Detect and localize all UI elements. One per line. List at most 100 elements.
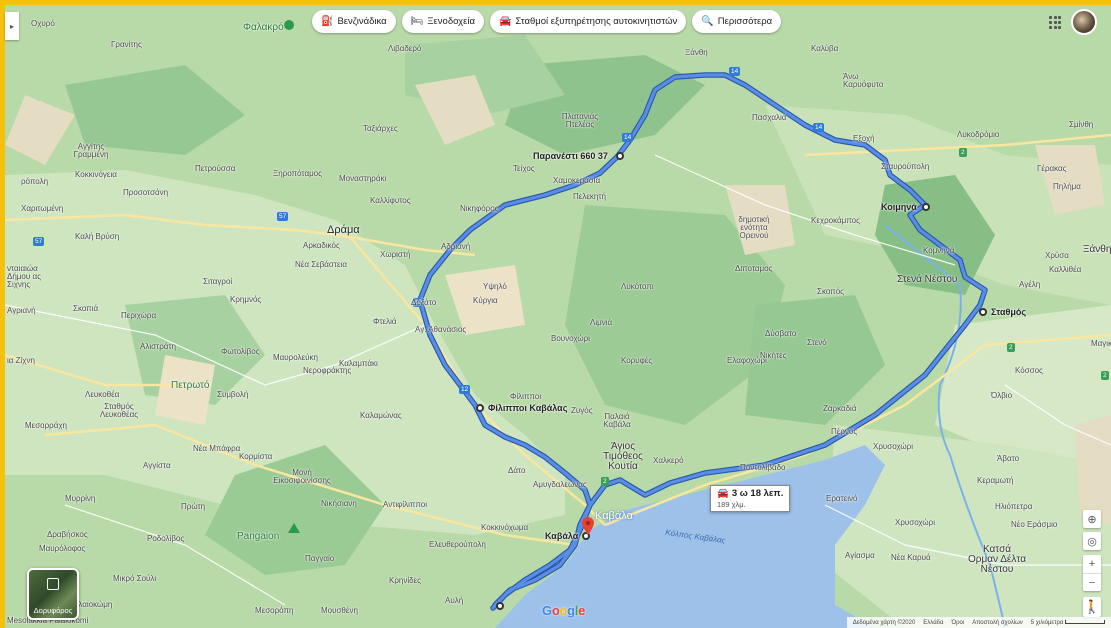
place-kokkinogeia: Κοκκινόγεια — [75, 170, 117, 179]
place-sitagroi: Σιταγροί — [203, 277, 233, 286]
my-location-button[interactable]: ◎ — [1083, 532, 1101, 550]
map-base-layer — [5, 5, 1111, 628]
place-koryfes: Κορυφές — [621, 356, 653, 365]
place-west2: νταιαιώα Δήμου ας Σιχνης — [7, 264, 41, 289]
waypoint-paranesti[interactable] — [616, 152, 624, 160]
place-prosotsani: Προσοτσάνη — [123, 188, 169, 197]
place-pernos: Πέρνος — [831, 427, 858, 436]
waypoint-stathmos[interactable] — [979, 308, 987, 316]
crosshair-icon: ◎ — [1087, 535, 1097, 548]
place-iliopetra: Ηλιόπετρα — [995, 502, 1033, 511]
place-lykodromio: Λυκοδρόμιο — [957, 130, 1000, 139]
place-dato: Δάτο — [508, 466, 526, 475]
place-myrrini: Μυρρίνη — [65, 494, 96, 503]
place-dipotamos: Διποταμος — [735, 264, 773, 273]
place-lykotopi: Λυκότοπι — [621, 282, 654, 291]
waypoint-kavala[interactable] — [582, 532, 590, 540]
place-rodolivos: Ροδολίβος — [147, 534, 185, 543]
place-xiropotamos: Ξηροπόταμος — [273, 169, 322, 178]
place-pelekiti: Πελεκητή — [573, 192, 606, 201]
place-kouvoulia: Κρημνός — [230, 295, 262, 304]
zoom-in-button[interactable]: + — [1083, 555, 1101, 573]
waypoint-start[interactable] — [496, 602, 504, 610]
place-komnina: Κομνηνά — [923, 246, 955, 255]
waypoint-koimina[interactable] — [922, 203, 930, 211]
place-west1: ρόπολη — [21, 177, 49, 186]
chip-car-services[interactable]: 🚘Σταθμοί εξυπηρέτησης αυτοκινητιστών — [489, 10, 687, 33]
place-eksohi: Εξοχή — [853, 134, 875, 143]
chevron-right-icon: ▸ — [9, 21, 14, 31]
place-nikisiani: Νικήσιανη — [321, 499, 357, 508]
place-agiasma: Αγίασμα — [845, 551, 875, 560]
place-petroussa: Πετρούσσα — [195, 164, 236, 173]
zoom-out-button[interactable]: − — [1083, 573, 1101, 591]
place-ano-karyofyto: Άνω Καρυόφυτο — [843, 72, 884, 89]
chip-hotels[interactable]: 🛏Ξενοδοχεία — [401, 10, 484, 33]
collapse-panel-button[interactable]: ▸ — [5, 12, 19, 40]
google-apps-icon[interactable] — [1049, 16, 1063, 30]
waypoint-label-paranesti: Παρανέστι 660 37 — [533, 151, 608, 161]
place-keramoti: Κεραμωτή — [977, 476, 1014, 485]
category-chips: ⛽Βενζινάδικα 🛏Ξενοδοχεία 🚘Σταθμοί εξυπηρ… — [312, 10, 782, 33]
street-view-pegman[interactable]: 🚶 — [1083, 597, 1101, 617]
satellite-toggle[interactable]: Δορυφόρος — [27, 568, 79, 620]
place-drama: Δράμα — [327, 224, 360, 236]
waypoint-label-stathmos: Σταθμός — [991, 307, 1027, 317]
destination-pin-icon[interactable] — [582, 517, 594, 535]
place-mesoropi: Μεσορόπη — [255, 606, 294, 615]
place-xanthi: Ξάνθη — [1083, 244, 1111, 255]
route-distance: 189 χλμ. — [717, 500, 746, 509]
globe-icon: ⊕ — [1087, 513, 1097, 526]
place-perixora: Περιχώρα — [121, 311, 157, 320]
place-dysvato: Δύσβατο — [765, 329, 797, 338]
bed-icon: 🛏 — [410, 16, 424, 27]
place-zarkadia: Ζαρκαδιά — [823, 404, 857, 413]
chip-more[interactable]: 🔍Περισσότερα — [692, 10, 782, 33]
place-dimotiki-enotita: δημοτική ενότητα Ορεινού — [738, 215, 770, 240]
place-stathmos-lefkotheas: Σταθμός Λευκοθέας — [99, 402, 139, 419]
attribution-country[interactable]: Ελλάδα — [923, 619, 944, 626]
place-agriani: Αγριανή — [7, 306, 36, 315]
scale-bar — [1065, 619, 1105, 624]
place-kavala-city: Καβάλα — [595, 510, 633, 522]
place-sgx: Ξάνθη — [685, 48, 708, 57]
place-skopos: Σκοπός — [817, 287, 845, 296]
place-xrysoxori2: Χρυσοχώρι — [895, 518, 935, 527]
map-canvas[interactable]: 57 57 14 14 14 12 12 2 2 2 2 Φαλακρό Οχυ… — [5, 5, 1111, 628]
attribution-terms[interactable]: Όροι — [951, 619, 965, 626]
place-ypsilo: Υψηλό — [483, 282, 507, 291]
road-badge-12: 12 — [459, 385, 471, 394]
place-kalampaki: Καλαμπάκι — [339, 359, 378, 368]
place-nea-karya: Νέα Καρυά — [891, 553, 931, 562]
scale-label[interactable]: 5 χιλιόμετρα — [1031, 620, 1105, 626]
waypoint-label-filippoi: Φίλιπποι Καβάλας — [488, 403, 568, 413]
place-pilima: Πηλήμα — [1053, 182, 1081, 191]
attribution-feedback[interactable]: Αποστολή σχολίων — [972, 619, 1023, 626]
place-palaia-kavala: Παλαιά Καβάλα — [603, 412, 631, 429]
place-mesorrahi: Μεσορράχη — [25, 421, 67, 430]
google-logo: Google — [542, 603, 586, 618]
place-zygos: Ζυγός — [571, 406, 593, 415]
place-ag-athanasios: Αγ. Αθανάσιος — [415, 325, 467, 334]
place-drabiskos: Δραβήσκος — [47, 530, 88, 539]
road-badge-57: 57 — [277, 212, 289, 221]
place-mesolakkia: Mesolakkia Palaiokomi — [7, 616, 89, 625]
waypoint-filippoi[interactable] — [476, 404, 484, 412]
place-stena-nestou: Στενά Νέστου — [897, 274, 958, 285]
place-petroto: Πετρωτό — [171, 380, 210, 391]
chip-gas-stations[interactable]: ⛽Βενζινάδικα — [312, 10, 396, 33]
place-doxato: Δοξάτο — [411, 298, 437, 307]
map-attribution: Δεδομένα χάρτη ©2020 Ελλάδα Όροι Αποστολ… — [846, 617, 1111, 628]
account-avatar[interactable] — [1071, 9, 1097, 35]
place-kalyva: Καλύβα — [811, 44, 839, 53]
route-info-box[interactable]: 🚘3 ω 18 λεπ. 189 χλμ. — [710, 485, 791, 512]
place-aggitis: Αγγίτης Γραμμένη — [73, 142, 109, 159]
place-west3: ια Ζίχνη — [7, 356, 35, 365]
place-nea-sevasteia: Νέα Σεβάστεια — [295, 260, 347, 269]
place-mikro-souli: Μικρό Σούλι — [113, 574, 157, 583]
road-badge-2: 2 — [1007, 343, 1015, 352]
place-arkadikos: Αρκαδικός — [303, 241, 340, 250]
place-xrysoxori: Χρυσοχώρι — [873, 442, 913, 451]
globe-button[interactable]: ⊕ — [1083, 510, 1101, 528]
